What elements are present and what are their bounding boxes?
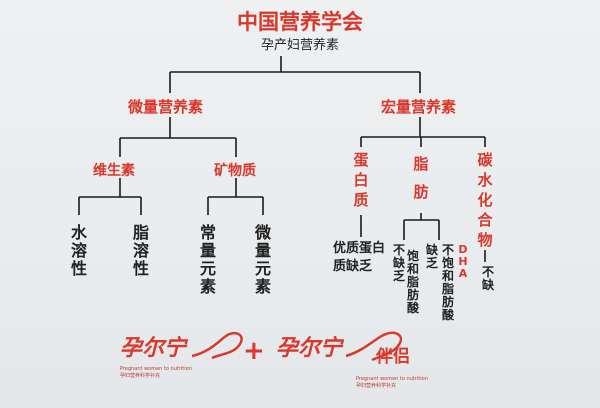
macro-nutrients-node: 宏量营养素 <box>381 98 457 116</box>
fat-not-lacking: 不缺乏 <box>392 243 405 283</box>
carbohydrates-node: 碳水化合物 <box>477 151 493 249</box>
water-soluble-node: 水溶性 <box>70 223 87 278</box>
micro-nutrients-node: 微量营养素 <box>128 98 204 116</box>
brand1-name: 孕尔宁 <box>120 336 187 361</box>
brand2-english: Pregnant women to nutrition <box>356 376 428 382</box>
brand-logo-1: 孕尔宁 Pregnant women to nutrition 孕妇营养科学补充 <box>120 330 243 379</box>
macro-elements-node: 常量元素 <box>199 223 216 296</box>
brand1-english: Pregnant women to nutrition <box>120 366 192 372</box>
fat-node: 脂肪 <box>413 155 429 201</box>
brand2-name: 孕尔宁 <box>276 336 343 361</box>
heart-swoosh-icon-2 <box>345 331 403 362</box>
plus-sign: + <box>243 336 265 366</box>
minerals-node: 矿物质 <box>214 163 256 179</box>
protein-node: 蛋白质 <box>353 151 369 209</box>
dha-label: DHA <box>458 243 468 280</box>
fat-soluble-node: 脂溶性 <box>132 223 149 278</box>
brand1-chinese: 孕妇营养科学补充 <box>120 373 161 379</box>
unsaturated-fatty-acid: 不饱和脂肪酸 <box>441 243 454 322</box>
heart-swoosh-icon <box>191 332 243 360</box>
trace-elements-node: 微量元素 <box>254 223 271 296</box>
page-title: 中国营养学会 <box>237 10 363 34</box>
carbs-note: 不缺 <box>481 265 494 292</box>
page-subtitle: 孕产妇营养素 <box>260 38 339 53</box>
protein-note: 优质蛋白质缺乏 <box>333 241 386 274</box>
fat-lacking: 缺乏 <box>425 243 438 270</box>
brand2-chinese: 孕妇营养科学补充 <box>356 383 397 389</box>
brand-logo-2: 孕尔宁 伴侣 Pregnant women to nutrition 孕妇营养科… <box>276 330 428 389</box>
brand2-suffix: 伴侣 <box>376 347 410 367</box>
vitamins-node: 维生素 <box>93 163 135 179</box>
saturated-fatty-acid: 饱和脂肪酸 <box>406 249 419 315</box>
